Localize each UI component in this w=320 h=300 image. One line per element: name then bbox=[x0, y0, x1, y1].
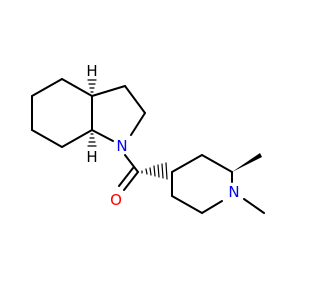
bond bbox=[130, 112, 146, 136]
bond-n-methyl bbox=[243, 198, 265, 214]
atom-label-n1: N bbox=[116, 137, 127, 155]
atom-label-n2: N bbox=[228, 183, 239, 201]
bond bbox=[31, 78, 63, 97]
bond bbox=[61, 129, 93, 148]
pyrrolidine-ring bbox=[91, 85, 146, 142]
atom-label-h-bottom: H bbox=[86, 148, 97, 166]
bond bbox=[91, 129, 114, 142]
bond bbox=[91, 85, 126, 97]
stereo-hash-bottom bbox=[87, 133, 97, 147]
carbonyl-double-bond bbox=[118, 167, 139, 191]
bond bbox=[201, 154, 233, 173]
bond-n-carbonyl bbox=[124, 154, 139, 173]
bond bbox=[31, 129, 63, 148]
bond bbox=[171, 195, 203, 214]
cyclohexane-ring bbox=[31, 78, 93, 148]
bond bbox=[171, 154, 203, 173]
piperidine-ring bbox=[171, 154, 233, 214]
stereo-hash-top bbox=[87, 79, 97, 93]
stereo-hash-carbonyl bbox=[141, 162, 168, 180]
molecule-structure: N O N H H bbox=[31, 62, 265, 214]
atom-label-o: O bbox=[110, 191, 122, 209]
atom-label-h-top: H bbox=[86, 62, 97, 80]
bond bbox=[201, 200, 223, 214]
bond bbox=[61, 78, 93, 97]
stereo-wedge-methyl bbox=[232, 153, 262, 172]
bond bbox=[124, 85, 146, 114]
